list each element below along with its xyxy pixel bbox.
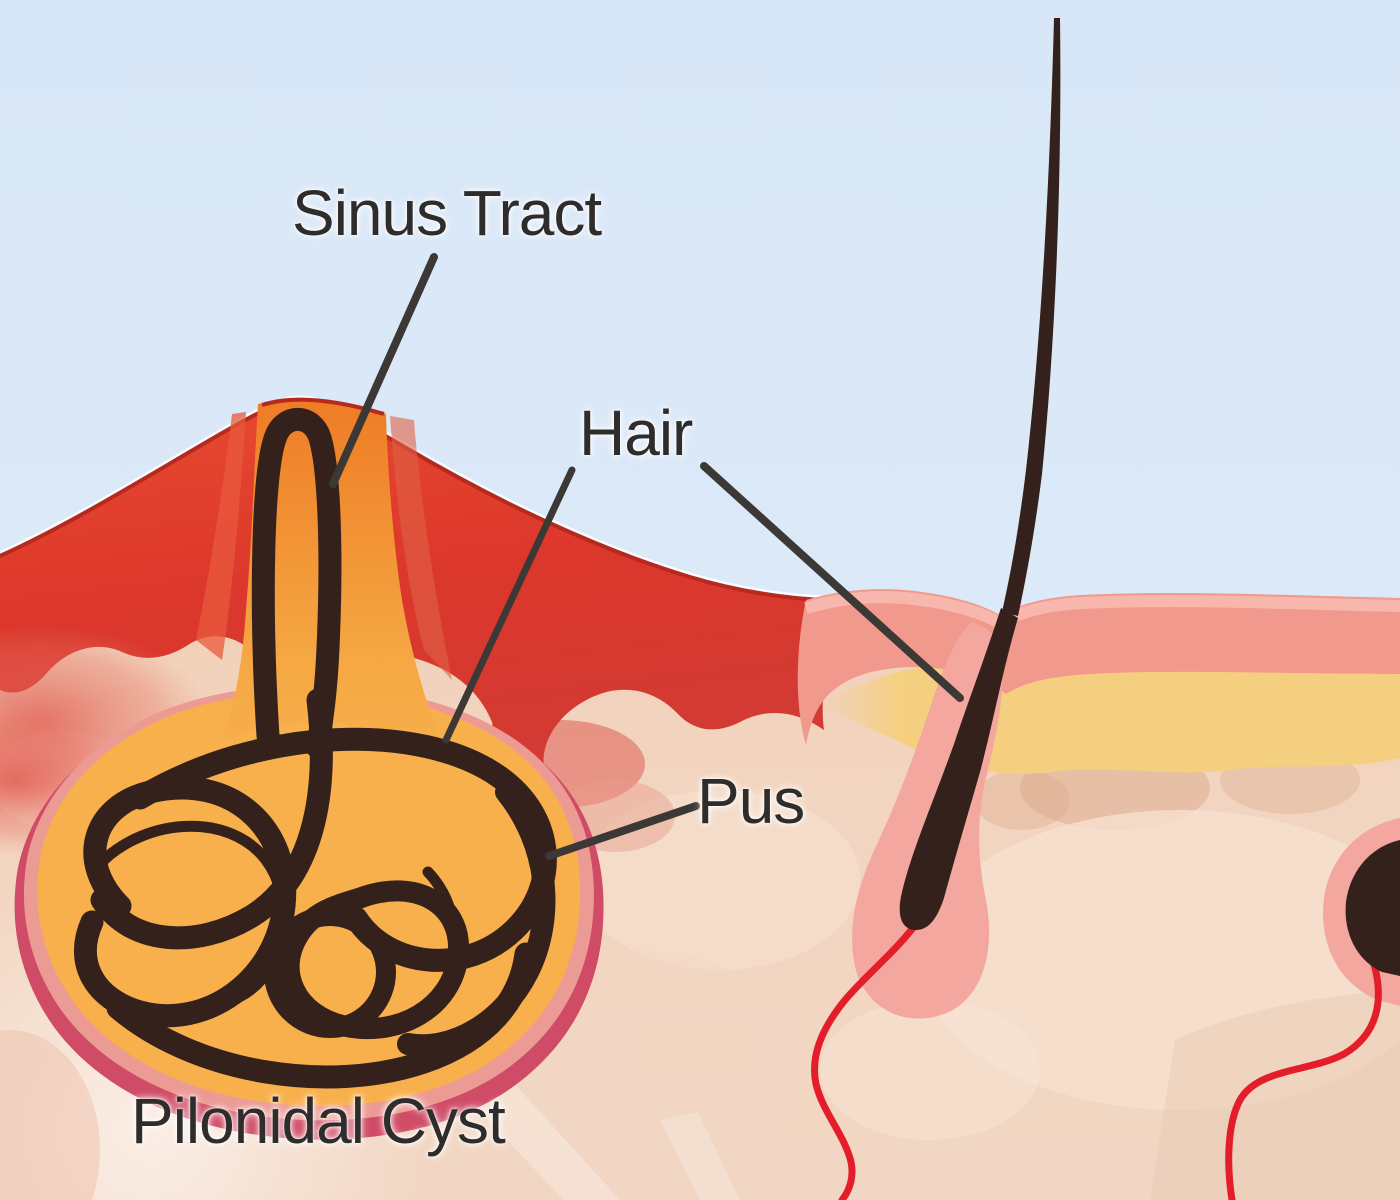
blood-vessel (811, 920, 920, 1200)
hair-pointer-line-left (442, 466, 576, 744)
tract-streaks (196, 412, 452, 680)
pus-pointer-line (545, 802, 700, 860)
label-sinus-tract: Sinus Tract (292, 177, 602, 249)
hair-root-bulb (899, 608, 1018, 930)
epidermis-highlight (804, 591, 1400, 630)
label-hair: Hair (579, 397, 693, 469)
label-pilonidal-cyst: Pilonidal Cyst (131, 1085, 506, 1157)
label-pus: Pus (697, 765, 805, 837)
tangled-hair (73, 408, 557, 1089)
pointer-lines (329, 253, 964, 860)
hair-bulb-partial (1345, 840, 1400, 976)
blood-vessel-right (1225, 960, 1382, 1200)
hair-shaft (1002, 18, 1061, 616)
sinus-tract-pointer-line (329, 253, 438, 488)
epidermis-layer (797, 589, 1400, 745)
hair-pointer-line-right (700, 462, 964, 702)
